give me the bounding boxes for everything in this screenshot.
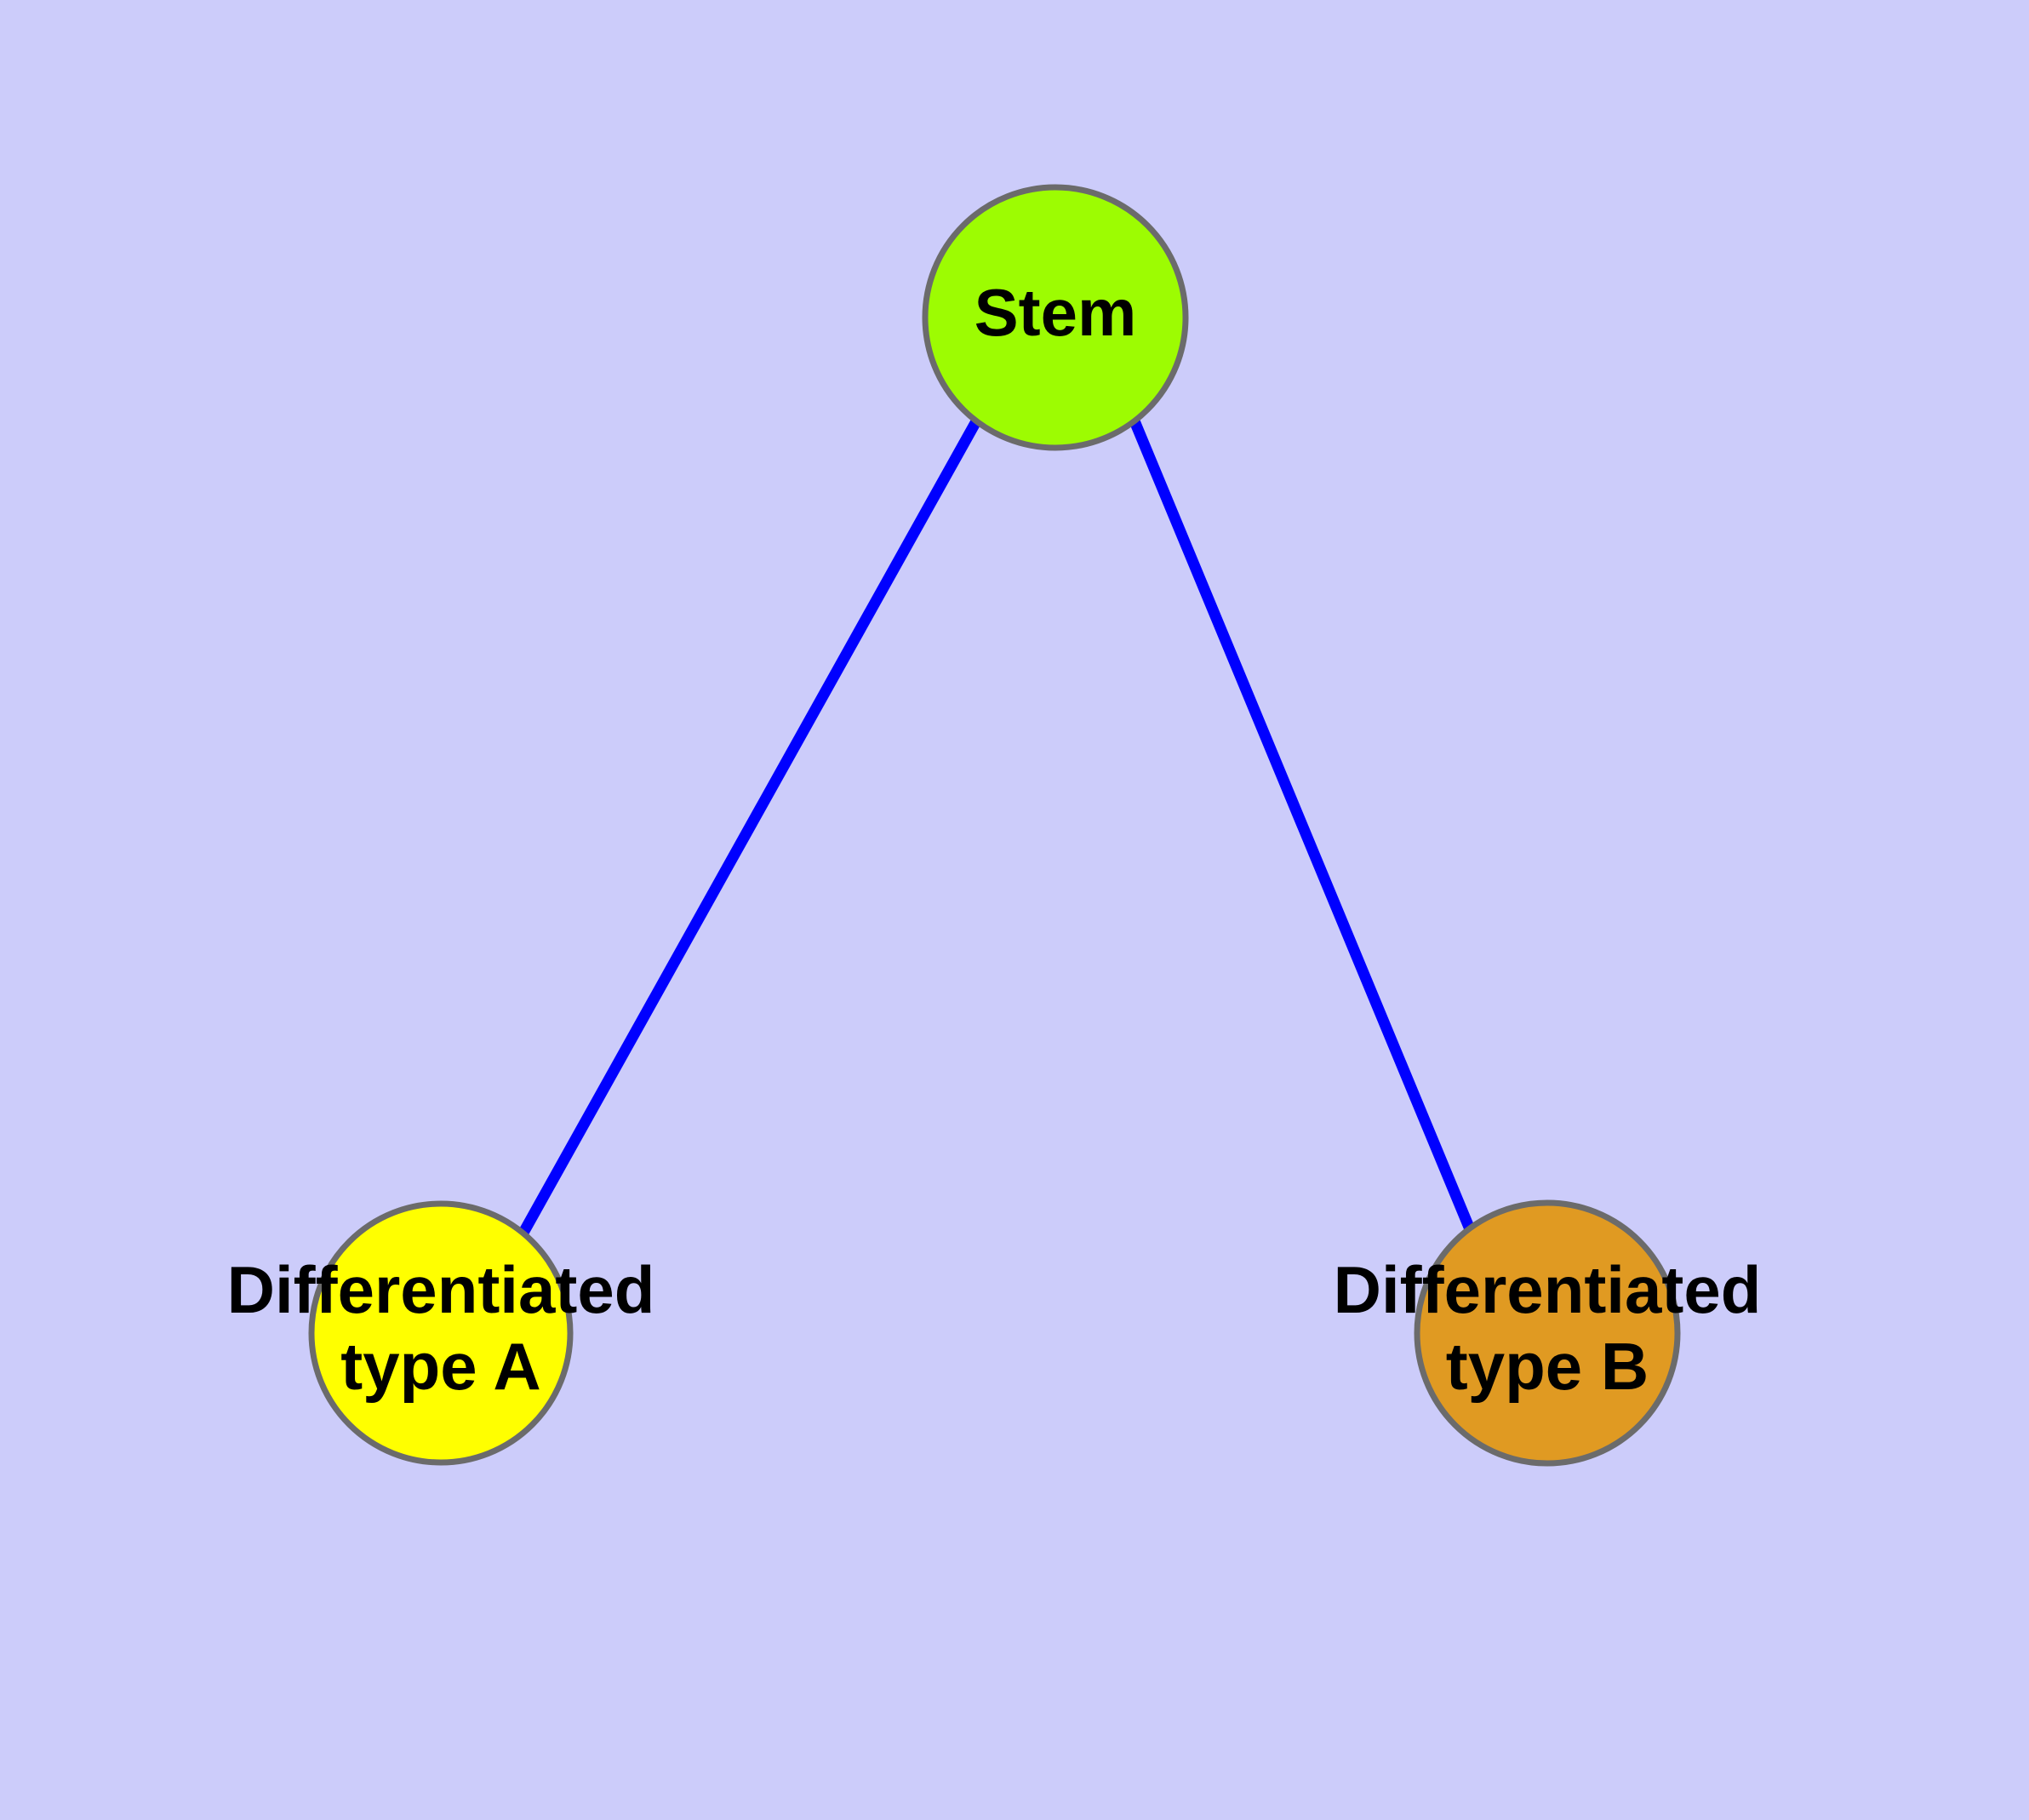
node-stem-circle[interactable] [922, 184, 1189, 451]
node-label-line: Stem [974, 275, 1137, 350]
edge-stem-to-differentiated-type-a[interactable] [517, 415, 982, 1239]
node-label-line: type B [1446, 1329, 1649, 1404]
node-differentiated-type-b-circle[interactable] [1414, 1199, 1681, 1467]
edges-layer [517, 415, 1476, 1239]
edge-stem-to-differentiated-type-b[interactable] [1129, 417, 1476, 1235]
node-differentiated-type-a-circle[interactable] [308, 1200, 574, 1466]
nodes-layer [308, 184, 1681, 1467]
node-label-line: Differentiated [227, 1251, 655, 1326]
node-label-line: type A [340, 1329, 541, 1404]
node-label-line: Differentiated [1334, 1251, 1762, 1326]
node-stem-label: Stem [974, 275, 1137, 350]
